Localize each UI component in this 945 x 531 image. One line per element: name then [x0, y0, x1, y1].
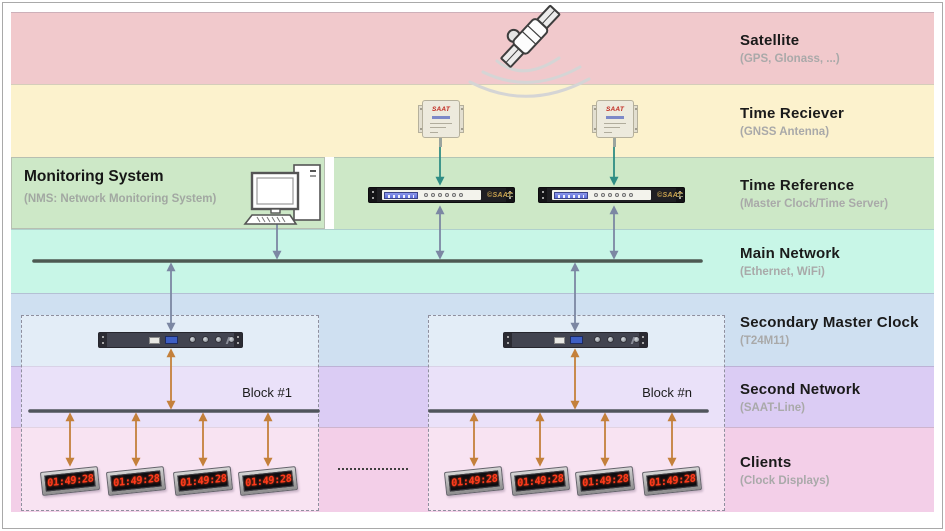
antenna-cable — [613, 138, 616, 147]
band-subtitle: (GNSS Antenna) — [740, 125, 830, 138]
rack-front-panel — [552, 190, 651, 200]
antenna-cable — [439, 138, 442, 147]
diagram-area: Satellite (GPS, Glonass, ...) Time Recie… — [11, 4, 934, 512]
antenna-brand-label: SAAT — [605, 106, 624, 113]
band-label-secondary-master-clock: Secondary Master Clock (T24M11) — [740, 294, 919, 366]
band-subtitle: (Ethernet, WiFi) — [740, 266, 825, 278]
rack-ear — [99, 333, 107, 347]
antenna-feeds — [435, 142, 619, 186]
rack-ear — [234, 333, 242, 347]
clock-face: 01:49:28 — [448, 470, 500, 492]
rack-ear — [369, 188, 377, 202]
clock-time: 01:49:28 — [648, 472, 696, 490]
rack-ear — [504, 333, 512, 347]
antenna-body: SAAT — [596, 100, 634, 138]
band-label-satellite: Satellite (GPS, Glonass, ...) — [740, 13, 840, 84]
secondary-master-clock-right — [503, 332, 648, 348]
antenna-model-bar — [606, 116, 624, 119]
band-second-network: Second Network (SAAT-Line) — [11, 366, 934, 427]
satellite-signal-waves-icon — [468, 56, 591, 98]
secondary-clock-display — [570, 336, 583, 344]
band-title: Time Reference — [740, 177, 855, 194]
monitoring-computer-icon — [243, 164, 321, 225]
rack-front-panel — [382, 190, 481, 200]
band-time-receiver: Time Reciever (GNSS Antenna) — [11, 84, 934, 157]
gnss-antenna-left: SAAT — [418, 98, 464, 147]
band-subtitle: (Clock Displays) — [740, 474, 830, 487]
band-subtitle: (Master Clock/Time Server) — [740, 198, 889, 210]
rack-ear — [639, 333, 647, 347]
band-subtitle: (SAAT-Line) — [740, 401, 805, 414]
rack-buttons — [594, 193, 633, 197]
clock-face: 01:49:28 — [242, 470, 294, 492]
connector-layer — [28, 56, 709, 467]
second-network-links — [65, 348, 677, 467]
satellite-icon — [500, 4, 561, 68]
gnss-antenna-right: SAAT — [592, 98, 638, 147]
rack-lcd-display — [554, 191, 588, 199]
band-title: Second Network — [740, 380, 861, 398]
monitoring-title: Monitoring System — [24, 168, 164, 185]
monitoring-subtitle: (NMS: Network Monitoring System) — [24, 193, 217, 205]
band-label-second-network: Second Network (SAAT-Line) — [740, 367, 860, 427]
main-network-links — [166, 205, 619, 332]
secondary-clock-connectors — [594, 336, 640, 343]
band-label-clients: Clients (Clock Displays) — [740, 428, 829, 512]
clock-time: 01:49:28 — [516, 472, 564, 490]
band-secondary-master-clock: Secondary Master Clock (T24M11) — [11, 293, 934, 366]
blocks-ellipsis-separator — [338, 468, 408, 470]
band-subtitle: (GPS, Glonass, ...) — [740, 53, 840, 65]
band-title: Secondary Master Clock — [740, 313, 919, 331]
secondary-clock-label — [554, 337, 565, 344]
clock-face: 01:49:28 — [177, 470, 229, 492]
clock-face: 01:49:28 — [514, 470, 566, 492]
master-clock-left: ©SAAT — [368, 187, 515, 203]
band-label-time-reference: Time Reference (Master Clock/Time Server… — [740, 158, 888, 229]
clock-face: 01:49:28 — [44, 470, 96, 492]
secondary-clock-label — [149, 337, 160, 344]
band-subtitle: (T24M11) — [740, 334, 790, 347]
rack-brand-logo: ©SAAT — [657, 192, 683, 199]
clock-face: 01:49:28 — [646, 470, 698, 492]
rack-ear — [539, 188, 547, 202]
band-title: Satellite — [740, 32, 800, 49]
rack-model-text — [677, 193, 683, 198]
rack-brand-logo: ©SAAT — [487, 192, 513, 199]
block-n-label: Block #n — [642, 385, 692, 400]
clock-face: 01:49:28 — [579, 470, 631, 492]
clock-face: 01:49:28 — [110, 470, 162, 492]
master-clock-right: ©SAAT — [538, 187, 685, 203]
clock-time: 01:49:28 — [112, 472, 160, 490]
band-satellite: Satellite (GPS, Glonass, ...) — [11, 12, 934, 84]
rack-lcd-display — [384, 191, 418, 199]
rack-model-text — [507, 193, 513, 198]
clock-time: 01:49:28 — [450, 472, 498, 490]
secondary-master-clock-left — [98, 332, 243, 348]
monitoring-box-gap — [325, 157, 334, 229]
clock-time: 01:49:28 — [244, 472, 292, 490]
antenna-body: SAAT — [422, 100, 460, 138]
clock-time: 01:49:28 — [179, 472, 227, 490]
band-title: Time Reciever — [740, 104, 845, 122]
band-title: Clients — [740, 453, 792, 471]
antenna-brand-label: SAAT — [431, 106, 450, 113]
band-title: Main Network — [740, 245, 840, 262]
clock-time: 01:49:28 — [581, 472, 629, 490]
antenna-model-bar — [432, 116, 450, 119]
block-1-label: Block #1 — [242, 385, 292, 400]
clock-time: 01:49:28 — [46, 472, 94, 490]
rack-buttons — [424, 193, 463, 197]
band-label-main-network: Main Network (Ethernet, WiFi) — [740, 230, 840, 293]
band-label-time-receiver: Time Reciever (GNSS Antenna) — [740, 85, 844, 157]
secondary-clock-display — [165, 336, 178, 344]
